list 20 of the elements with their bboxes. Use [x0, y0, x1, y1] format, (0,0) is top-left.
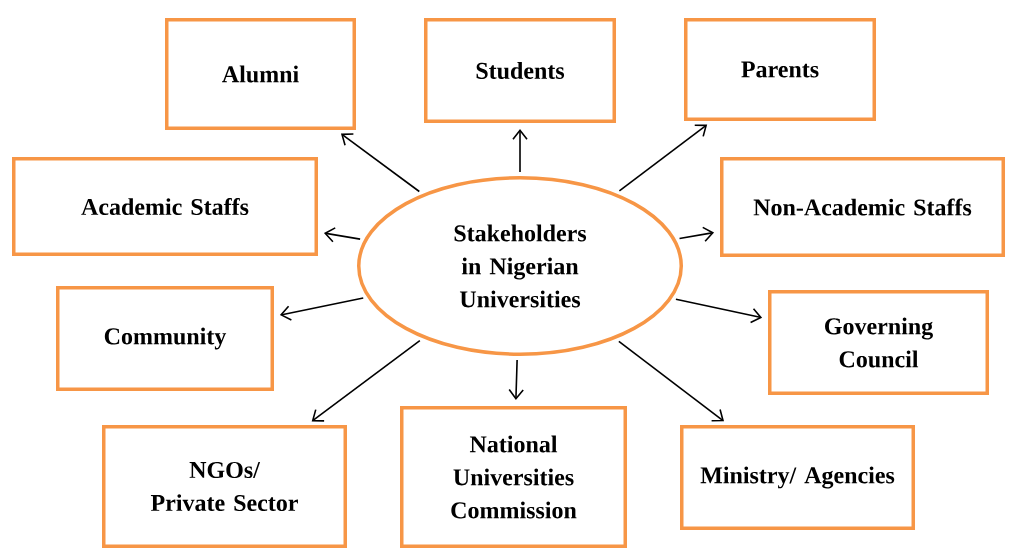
stakeholder-box: Parents: [684, 18, 876, 121]
stakeholder-box: Community: [56, 286, 274, 391]
arrow: [675, 298, 763, 324]
arrow: [512, 129, 528, 173]
stakeholder-box: National Universities Commission: [400, 406, 627, 548]
stakeholder-box: Ministry/ Agencies: [680, 425, 915, 530]
arrow: [323, 227, 361, 243]
stakeholder-box: NGOs/ Private Sector: [102, 425, 347, 548]
arrow: [508, 359, 524, 400]
arrow: [678, 226, 715, 242]
stakeholder-box: Non-Academic Staffs: [720, 157, 1005, 257]
stakeholder-box: Alumni: [165, 18, 356, 130]
arrow: [618, 124, 708, 192]
stakeholder-box: Governing Council: [768, 290, 989, 395]
arrow: [340, 133, 421, 193]
arrow: [618, 340, 725, 422]
arrow: [279, 297, 365, 321]
stakeholder-box: Students: [424, 18, 616, 123]
stakeholder-box: Academic Staffs: [12, 157, 318, 256]
arrow: [311, 339, 421, 422]
